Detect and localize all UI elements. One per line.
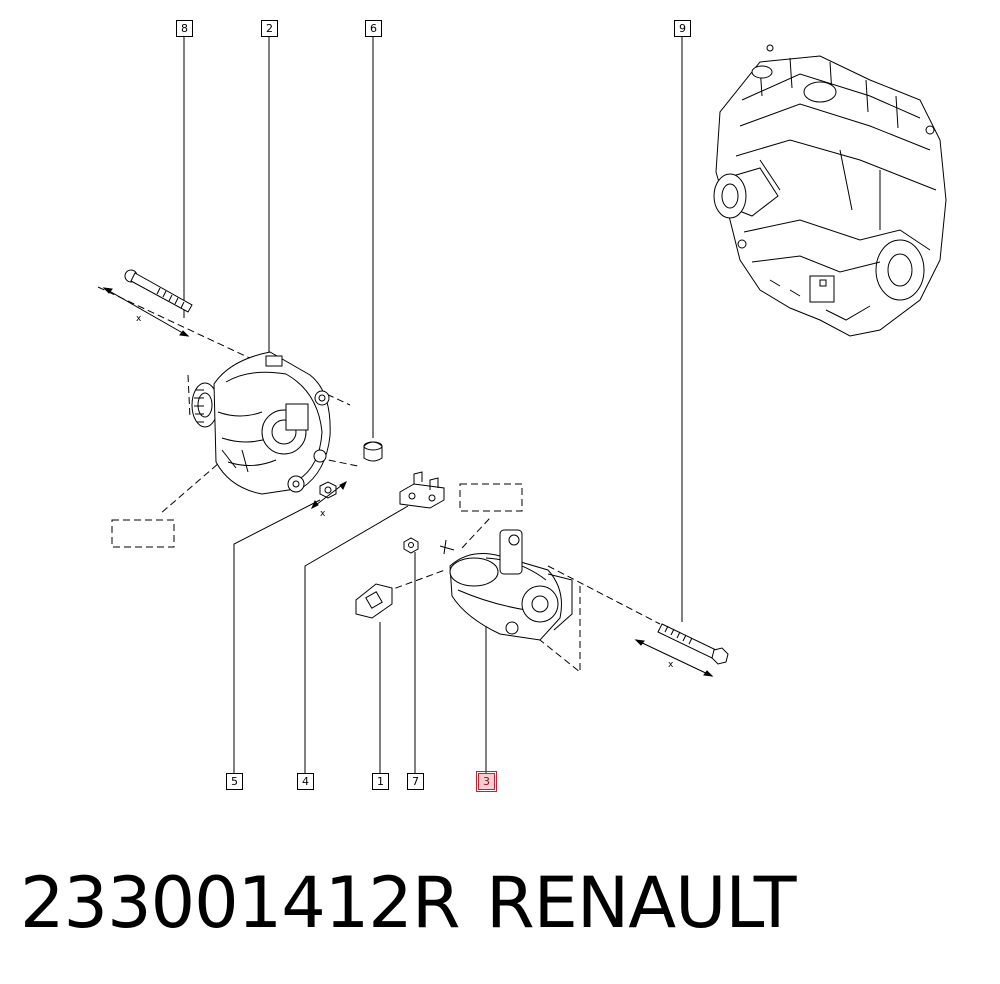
bracket-4 <box>399 471 445 509</box>
callout-4: 4 <box>297 773 314 790</box>
part-number: 233001412R <box>20 862 460 944</box>
callout-2: 2 <box>261 20 278 37</box>
dimension-mark-bolt-8: x <box>136 314 142 324</box>
leader-lines <box>183 36 683 774</box>
callout-9: 9 <box>674 20 691 37</box>
callout-1: 1 <box>372 773 389 790</box>
bolt-9 <box>634 623 729 677</box>
brand-name: RENAULT <box>486 862 796 944</box>
dimension-mark-nut-5: x <box>320 509 326 519</box>
callout-6: 6 <box>365 20 382 37</box>
bolt-8 <box>102 269 193 337</box>
starter-motor-3 <box>439 529 573 641</box>
callout-7: 7 <box>407 773 424 790</box>
nut-5 <box>311 480 347 510</box>
engine-illustration <box>713 44 947 337</box>
clip-1 <box>355 583 393 619</box>
callout-8: 8 <box>176 20 193 37</box>
cap-6 <box>363 441 383 462</box>
callout-3-selected[interactable]: 3 <box>476 771 497 792</box>
assembly-lines <box>97 286 661 673</box>
dimension-mark-bolt-9: x <box>668 660 674 670</box>
alternator-2 <box>191 351 331 495</box>
callout-5: 5 <box>226 773 243 790</box>
nut-7 <box>403 537 419 554</box>
